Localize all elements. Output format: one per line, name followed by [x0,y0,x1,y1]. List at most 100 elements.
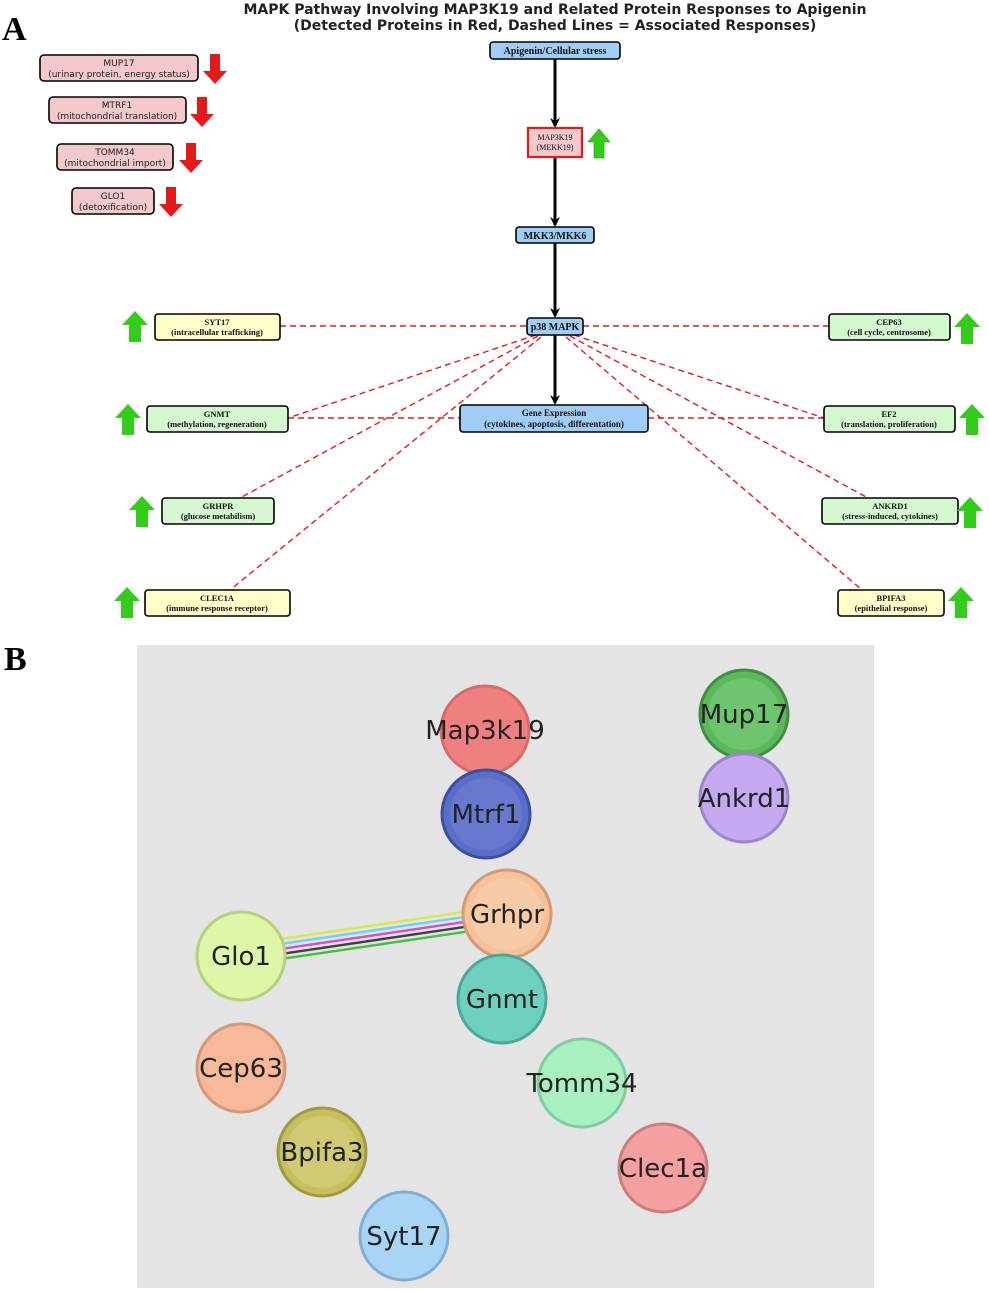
panel-a: A MAPK Pathway Involving MAP3K19 and Rel… [2,2,985,618]
up-arrow-icon [957,497,983,528]
node-stress-label: Apigenin/Cellular stress [504,46,607,57]
up-protein-grhpr: GRHPR (glucose metabilism) [129,496,275,527]
node-gene-expression: Gene Expression (cytokines, apoptosis, d… [459,404,649,433]
panel-b: B Map3k19 Mtrf1 Mup17 Ankrd1 [4,641,874,1288]
down-arrow-icon [190,97,214,127]
up-protein-desc: (stress-induced, cytokines) [842,511,938,521]
down-protein-desc: (mitochondrial translation) [57,112,177,122]
node-map3k19-alias: (MEKK19) [537,143,574,152]
dashed-line-p38-ef2 [573,334,825,419]
node-p38-label: p38 MAPK [531,322,580,333]
down-protein-name: MTRF1 [102,101,132,111]
node-stress: Apigenin/Cellular stress [489,41,621,60]
up-protein-name: GRHPR [203,501,235,511]
node-gene-expression-desc: (cytokines, apoptosis, differentation) [484,419,624,429]
node-label: Glo1 [211,942,271,972]
up-protein-ankrd1: ANKRD1 (stress-induced, cytokines) [821,497,983,528]
up-protein-desc: (cell cycle, centrosome) [847,327,931,337]
node-mup17-circle[interactable]: Mup17 [698,668,790,760]
node-label: Map3k19 [425,716,545,746]
up-protein-desc: (methylation, regeneration) [167,419,267,429]
up-protein-desc: (immune response receptor) [166,603,268,613]
up-protein-name: CEP63 [876,317,902,327]
node-label: Clec1a [619,1154,707,1184]
down-arrow-icon [159,187,183,217]
node-glo1-circle[interactable]: Glo1 [195,910,287,1002]
edge-line [239,904,506,947]
node-label: Cep63 [199,1054,283,1084]
panel-a-label: A [2,11,27,48]
down-protein-mtrf1: MTRF1 (mitochondrial translation) [48,96,214,127]
up-arrow-icon [587,128,611,159]
down-protein-tomm34: TOMM34 (mitochondrial import) [56,143,203,173]
up-protein-name: SYT17 [204,317,230,327]
node-mkk: MKK3/MKK6 [515,226,595,244]
node-map3k19-name: MAP3K19 [537,133,572,142]
up-protein-desc: (glucose metabilism) [181,511,256,521]
down-protein-name: GLO1 [101,192,125,202]
dashed-line-grhpr [239,335,539,499]
up-protein-desc: (translation, proliferation) [841,419,937,429]
panel-b-label: B [4,641,27,678]
node-p38: p38 MAPK [526,317,584,336]
up-protein-name: ANKRD1 [872,501,907,511]
down-arrow-icon [179,143,203,173]
node-bpifa3-circle[interactable]: Bpifa3 [276,1106,368,1198]
down-protein-glo1: GLO1 (detoxification) [71,187,183,217]
node-gnmt-circle[interactable]: Gnmt [456,953,548,1045]
node-tomm34-circle[interactable]: Tomm34 [525,1037,638,1129]
node-label: Syt17 [366,1222,441,1252]
node-label: Gnmt [466,985,538,1015]
node-map3k19: MAP3K19 (MEKK19) [526,126,584,159]
up-protein-name: GNMT [204,409,231,419]
up-protein-syt17: SYT17 (intracellular trafficking) [122,311,281,342]
up-arrow-icon [129,496,155,527]
node-clec1a-circle[interactable]: Clec1a [617,1122,709,1214]
up-protein-name: EF2 [881,409,896,419]
down-arrow-icon [203,54,227,84]
down-protein-mup17: MUP17 (urinary protein, energy status) [39,54,227,84]
up-protein-gnmt: GNMT (methylation, regeneration) [115,404,289,435]
node-mkk-label: MKK3/MKK6 [524,231,587,242]
node-grhpr-circle[interactable]: Grhpr [461,868,553,960]
node-label: Ankrd1 [698,784,791,814]
up-arrow-icon [954,313,980,344]
node-map3k19-circle[interactable]: Map3k19 [425,684,545,776]
down-protein-desc: (detoxification) [79,203,147,213]
node-cep63-circle[interactable]: Cep63 [195,1022,287,1114]
up-arrow-icon [115,404,141,435]
node-label: Grhpr [470,900,544,930]
dashed-line-clec1a [229,336,542,591]
up-arrow-icon [122,311,148,342]
dashed-line-ankrd1 [569,335,869,499]
down-protein-desc: (urinary protein, energy status) [48,70,190,80]
dashed-line-p38-gnmt [287,334,537,419]
up-protein-desc: (epithelial response) [855,603,928,613]
association-lines [229,325,869,591]
up-arrow-icon [948,587,974,618]
up-arrow-icon [114,587,140,618]
down-protein-desc: (mitochondrial import) [64,159,166,169]
up-protein-bpifa3: BPIFA3 (epithelial response) [837,587,974,618]
node-gene-expression-name: Gene Expression [522,408,587,418]
up-protein-desc: (intracellular trafficking) [171,327,263,337]
node-label: Tomm34 [525,1069,637,1099]
node-label: Mtrf1 [451,800,520,830]
panel-a-subtitle: (Detected Proteins in Red, Dashed Lines … [294,18,816,34]
node-label: Bpifa3 [280,1138,363,1168]
down-protein-name: TOMM34 [94,148,135,158]
node-mtrf1-circle[interactable]: Mtrf1 [440,768,532,860]
node-syt17-circle[interactable]: Syt17 [358,1190,450,1282]
up-arrow-icon [959,404,985,435]
dashed-line-bpifa3 [565,336,863,591]
up-protein-name: CLEC1A [200,593,235,603]
panel-a-title: MAPK Pathway Involving MAP3K19 and Relat… [243,2,866,18]
down-protein-name: MUP17 [103,59,134,69]
node-ankrd1-circle[interactable]: Ankrd1 [698,752,791,844]
node-label: Mup17 [700,700,789,730]
up-protein-ef2: EF2 (translation, proliferation) [823,404,985,435]
up-protein-name: BPIFA3 [876,593,905,603]
up-protein-clec1a: CLEC1A (immune response receptor) [114,587,291,618]
up-protein-cep63: CEP63 (cell cycle, centrosome) [828,313,980,344]
